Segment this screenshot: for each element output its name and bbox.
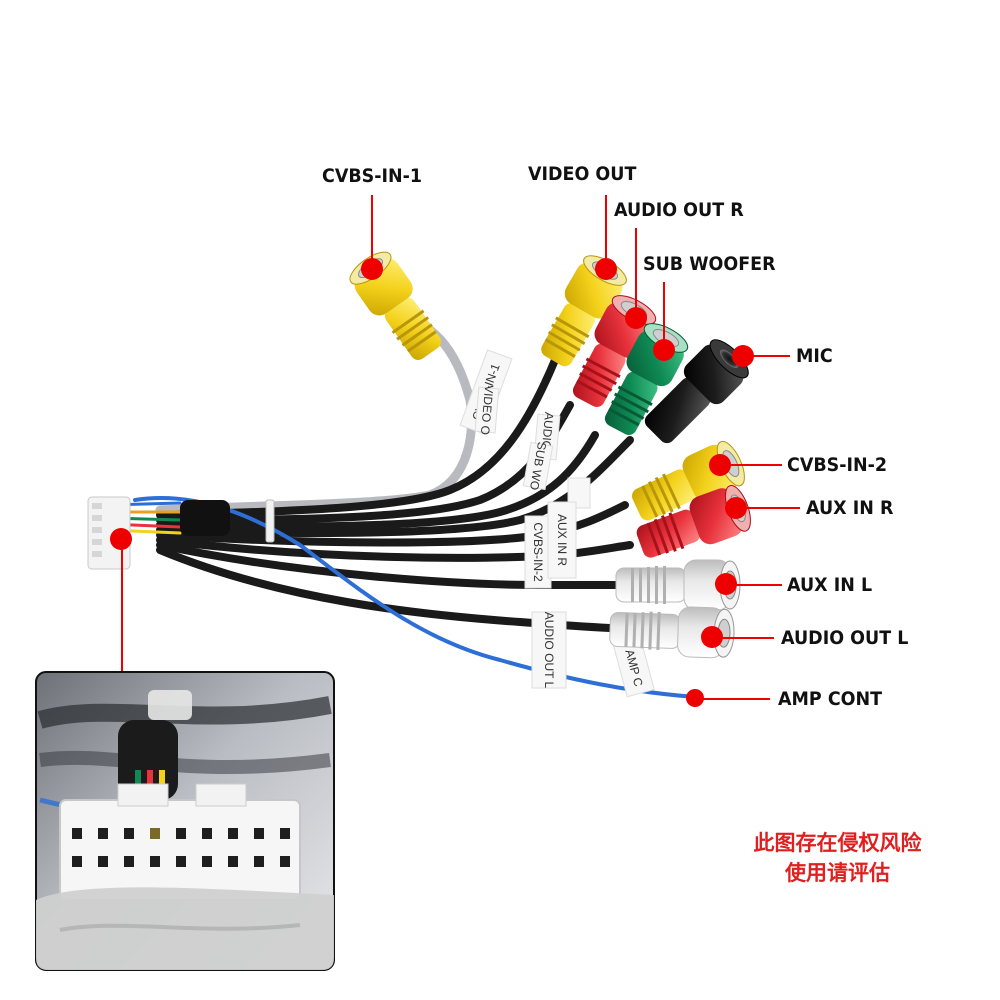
cable-video-out xyxy=(156,356,559,519)
label-video-out: VIDEO OUT xyxy=(528,163,637,185)
label-audio-out-r: AUDIO OUT R xyxy=(614,199,744,221)
rca-sub-woofer xyxy=(604,323,689,435)
cable-tag-sub: SUB WO xyxy=(522,441,554,491)
cable-aux-in-r xyxy=(156,536,634,562)
cable-tag-aux-r: AUX IN R xyxy=(547,501,577,579)
cable-cvbs-in-1 xyxy=(155,325,477,515)
cable-tag-blank xyxy=(567,477,591,509)
cable-audio-out-l xyxy=(156,546,614,632)
connector-closeup-inset xyxy=(35,671,335,971)
marker-mic xyxy=(732,345,754,367)
label-aux-in-r: AUX IN R xyxy=(806,497,894,519)
label-cvbs-in-2: CVBS-IN-2 xyxy=(787,454,888,476)
leader-lines xyxy=(121,195,800,700)
cable-aux-in-l xyxy=(156,541,619,589)
cable-tag-text: VIDEO O xyxy=(478,384,496,435)
cable-amp-cont xyxy=(133,496,697,699)
marker-sub-woofer xyxy=(653,339,675,361)
cable-sub-woofer xyxy=(156,431,599,531)
splice-sleeve xyxy=(180,500,230,536)
cable-tag-amp: AMP C xyxy=(613,638,655,698)
cable-tag-cvbs-2: CVBS-IN-2 xyxy=(524,515,552,589)
cable-tag-text: AUDIO OUT L xyxy=(542,612,556,689)
cable-tag-video: VIDEO O xyxy=(474,384,500,436)
cable-tag-audio-l: AUDIO OUT L xyxy=(531,611,567,689)
marker-amp-cont xyxy=(686,689,704,707)
marker-audio-out-r xyxy=(625,307,647,329)
marker-audio-out-l xyxy=(701,626,723,648)
marker-video-out xyxy=(595,258,617,280)
marker-cvbs-in-1 xyxy=(361,258,383,280)
label-cvbs-in-1: CVBS-IN-1 xyxy=(322,165,423,187)
rca-cvbs-in-1 xyxy=(349,251,441,360)
label-mic: MIC xyxy=(796,345,833,367)
red-markers xyxy=(110,258,754,707)
marker-aux-in-r xyxy=(725,497,747,519)
connector-pin-holes xyxy=(72,828,290,867)
marker-aux-in-l xyxy=(715,573,737,595)
watermark-line-2: 使用请评估 xyxy=(785,861,890,885)
label-sub-woofer: SUB WOOFER xyxy=(643,253,776,275)
marker-connector xyxy=(110,528,132,550)
label-aux-in-l: AUX IN L xyxy=(787,574,873,596)
marker-cvbs-in-2 xyxy=(709,454,731,476)
cable-tag-text: CVBS-IN-2 xyxy=(531,522,545,582)
cable-tie xyxy=(265,499,275,543)
watermark-line-1: 此图存在侵权风险 xyxy=(753,831,922,855)
label-amp-cont: AMP CONT xyxy=(778,688,883,710)
cable-tag-text: AUX IN R xyxy=(555,514,569,566)
jack-mic xyxy=(644,339,749,444)
label-audio-out-l: AUDIO OUT L xyxy=(781,627,909,649)
